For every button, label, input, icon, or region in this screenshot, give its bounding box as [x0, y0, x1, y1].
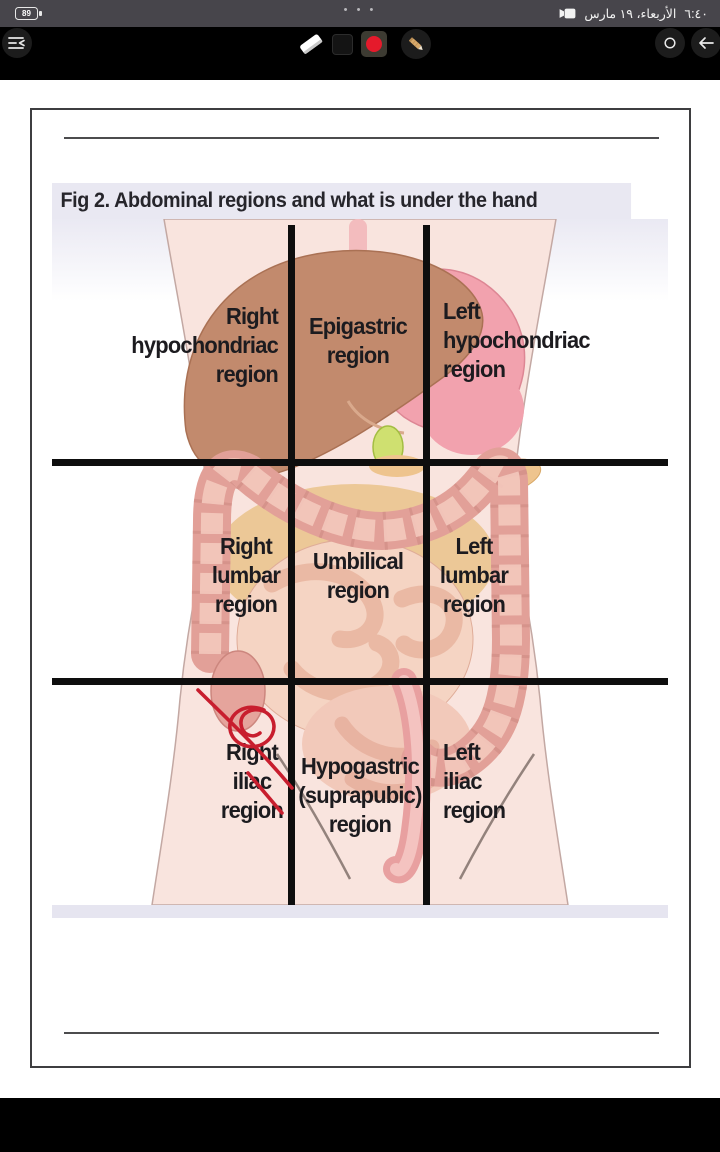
pencil-icon — [408, 37, 423, 51]
status-time: ٦:٤٠ — [684, 7, 708, 21]
eraser-icon[interactable] — [298, 33, 324, 55]
document-canvas[interactable]: Fig 2. Abdominal regions and what is und… — [0, 80, 720, 1098]
battery-nub — [39, 11, 42, 16]
arrow-left-icon — [699, 37, 714, 49]
grid-line-vertical-left — [288, 225, 295, 905]
figure-footer-strip — [52, 905, 668, 918]
battery-percent: 89 — [15, 7, 38, 20]
pen-tool-group — [298, 29, 431, 59]
abdominal-regions-illustration: Right hypochondriac region Epigastric re… — [52, 219, 668, 905]
region-label-epigastric: Epigastric region — [308, 313, 408, 368]
status-overflow-dots[interactable]: • • • — [343, 4, 377, 16]
collapse-sidebar-button[interactable] — [2, 28, 32, 58]
page-bottom-rule — [64, 1032, 659, 1034]
status-date: الأربعاء، ١٩ مارس — [584, 7, 677, 21]
grid-line-horizontal-lower — [52, 678, 668, 685]
figure-title: Fig 2. Abdominal regions and what is und… — [52, 183, 632, 219]
region-label-umbilical: Umbilical region — [312, 548, 404, 603]
battery-indicator: 89 — [15, 7, 42, 20]
bottom-bar — [0, 1098, 720, 1152]
back-button[interactable] — [691, 28, 720, 58]
video-camera-icon — [559, 8, 576, 19]
region-label-right-hypochondriac: Right hypochondriac region — [131, 303, 278, 387]
grid-line-vertical-right — [423, 225, 430, 905]
shape-tool-button[interactable] — [655, 28, 685, 58]
region-label-left-lumbar: Left lumbar region — [439, 533, 509, 617]
grid-line-horizontal-upper — [52, 459, 668, 466]
region-label-hypogastric: Hypogastric (suprapubic) region — [298, 753, 422, 837]
figure-2: Fig 2. Abdominal regions and what is und… — [52, 183, 668, 918]
pen-tool-button[interactable] — [401, 29, 431, 59]
region-label-left-hypochondriac: Left hypochondriac region — [443, 298, 590, 382]
status-bar: 89 • • • الأربعاء، ١٩ مارس ٦:٤٠ — [0, 0, 720, 27]
black-color-swatch[interactable] — [332, 33, 353, 55]
annotation-toolbar — [0, 27, 720, 80]
region-label-right-lumbar: Right lumbar region — [211, 533, 281, 617]
page-top-rule — [64, 137, 659, 139]
red-color-dot — [366, 36, 382, 52]
region-label-left-iliac: Left iliac region — [443, 739, 506, 823]
status-right-cluster: الأربعاء، ١٩ مارس ٦:٤٠ — [559, 0, 708, 27]
collapse-sidebar-icon — [8, 37, 25, 49]
document-page: Fig 2. Abdominal regions and what is und… — [30, 108, 691, 1068]
circle-icon — [664, 37, 676, 49]
red-color-swatch-selected[interactable] — [361, 31, 387, 57]
